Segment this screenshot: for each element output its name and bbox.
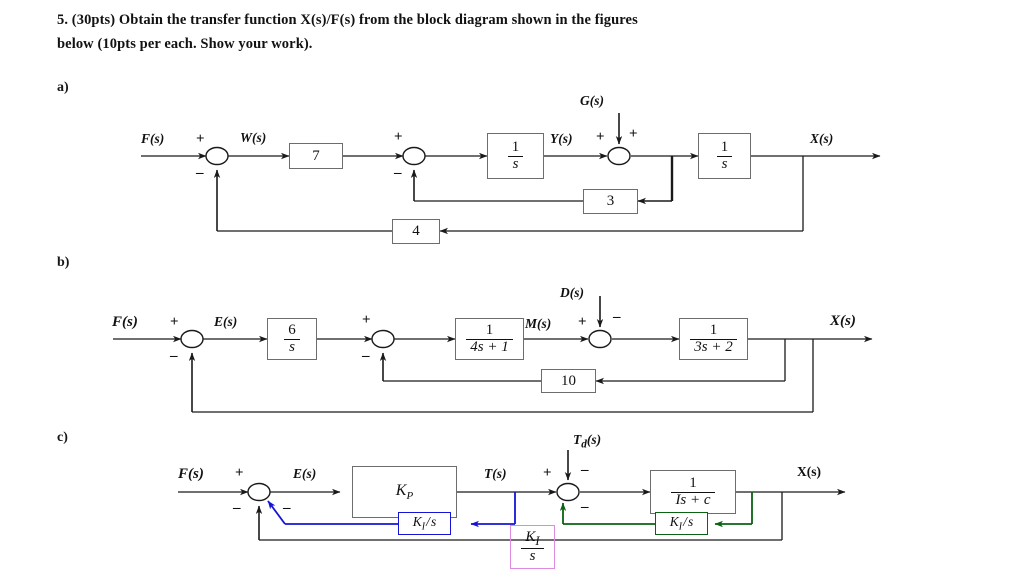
block-proportional-gain: KP [352, 466, 457, 518]
sign-b-sum3-plus: + [578, 314, 587, 330]
block-plant-4s1-numerator: 1 [466, 322, 513, 340]
block-integrator-1-numerator: 1 [507, 139, 524, 157]
label-c-output: X(s) [797, 464, 821, 479]
sign-b-sum2-plus: + [362, 312, 371, 328]
block-integrator-1: 1 s [487, 133, 544, 179]
sign-a-sum1-minus: – [196, 165, 204, 181]
block-integral-gain-green: KI / s [655, 512, 708, 535]
block-integrator-2-denominator: s [721, 155, 728, 172]
block-plant-isc: 1 Is + c [650, 470, 736, 514]
block-plant-4s1-denominator: 4s + 1 [470, 338, 509, 355]
block-ki-pink-numerator: KI [521, 529, 544, 549]
question-line-1: 5. (30pts) Obtain the transfer function … [57, 12, 638, 28]
block-plant-isc-denominator: Is + c [675, 491, 711, 508]
sign-c-sum1-minus-right: – [283, 500, 291, 516]
label-b-disturbance: D(s) [560, 285, 584, 300]
sign-c-sum1-minus-left: – [233, 500, 241, 516]
block-ki-pink-denominator: s [529, 547, 536, 564]
label-a-input: F(s) [141, 131, 165, 146]
part-label-a: a) [57, 80, 69, 95]
label-b-error: E(s) [214, 314, 238, 329]
sign-a-sum2-plus: + [394, 129, 403, 145]
block-integrator-2: 1 s [698, 133, 751, 179]
block-gain-7-label: 7 [312, 147, 320, 164]
label-a-output: X(s) [810, 131, 834, 146]
sign-a-sum3-left-plus: + [596, 129, 605, 145]
block-integrator-1-denominator: s [512, 155, 519, 172]
sign-b-sum1-plus: + [170, 314, 179, 330]
part-label-c: c) [57, 430, 68, 445]
block-plant-3s2: 1 3s + 2 [679, 318, 748, 360]
label-b-input: F(s) [112, 314, 138, 330]
part-label-b: b) [57, 255, 70, 270]
block-ki-blue-label: KI / s [412, 514, 437, 533]
label-a-after-sum1: W(s) [240, 130, 267, 145]
label-c-torque: T(s) [484, 466, 507, 481]
block-integral-gain-pink: KI s [510, 525, 555, 569]
block-integral-gain-6s: 6 s [267, 318, 317, 360]
block-gain-7: 7 [289, 143, 343, 169]
block-plant-3s2-denominator: 3s + 2 [694, 338, 733, 355]
block-plant-4s1: 1 4s + 1 [455, 318, 524, 360]
sign-b-sum1-minus: – [170, 348, 178, 364]
sign-a-sum1-plus: + [196, 131, 205, 147]
sign-b-sum3-minus: – [613, 309, 621, 325]
label-b-mid: M(s) [525, 316, 552, 331]
question-line-2: below (10pts per each. Show your work). [57, 36, 313, 52]
label-b-output: X(s) [830, 313, 856, 329]
sign-c-sum2-plus: + [543, 465, 552, 481]
question-text: 5. (30pts) Obtain the transfer function … [57, 8, 977, 56]
block-integrator-2-numerator: 1 [716, 139, 733, 157]
sign-c-sum2-minus-bottom: – [581, 499, 589, 515]
block-6s-denominator: s [289, 338, 295, 355]
block-integral-gain-blue: KI / s [398, 512, 451, 535]
block-gain-4-label: 4 [412, 223, 420, 239]
block-plant-3s2-numerator: 1 [690, 322, 737, 340]
sign-c-sum2-minus-top: – [581, 462, 589, 478]
label-c-input: F(s) [178, 466, 204, 482]
block-gain-3-label: 3 [606, 193, 615, 209]
sign-c-sum1-plus: + [235, 465, 244, 481]
block-ki-green-label: KI / s [669, 514, 694, 533]
block-gain-10-label: 10 [561, 372, 576, 389]
label-a-mid: Y(s) [550, 131, 573, 146]
label-c-error: E(s) [293, 466, 317, 481]
block-kp-label: KP [395, 481, 414, 503]
block-gain-3: 3 [583, 189, 638, 214]
sign-a-sum2-minus: – [394, 165, 402, 181]
block-gain-10: 10 [541, 369, 596, 393]
block-6s-numerator: 6 [284, 322, 300, 340]
sign-b-sum2-minus: – [362, 348, 370, 364]
block-gain-4: 4 [392, 219, 440, 244]
sign-a-sum3-top-plus: + [629, 126, 638, 142]
label-a-disturbance: G(s) [580, 93, 604, 108]
block-plant-isc-numerator: 1 [671, 475, 715, 493]
label-c-disturbance: Td(s) [573, 432, 602, 451]
